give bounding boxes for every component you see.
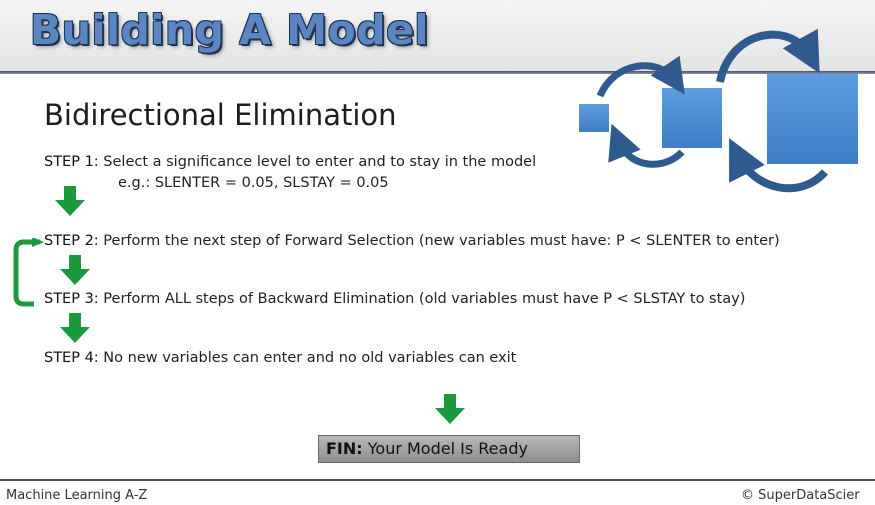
step-1-label: STEP 1: [44,154,99,170]
fin-label: FIN: [326,439,363,458]
green-down-arrow-icon [59,313,91,343]
step-4-text: No new variables can enter and no old va… [98,350,517,366]
step-3-text: Perform ALL steps of Backward Eliminatio… [98,291,746,307]
step-1-text: Select a significance level to enter and… [98,154,537,170]
fin-box: FIN: Your Model Is Ready [318,435,580,463]
slide-subtitle: Bidirectional Elimination [44,98,397,132]
step-3: STEP 3: Perform ALL steps of Backward El… [44,291,745,307]
step-2-label: STEP 2: [44,233,99,249]
step-4-label: STEP 4: [44,350,99,366]
green-down-arrow-icon [59,255,91,285]
footer-divider [0,479,875,481]
green-down-arrow-icon [54,186,86,216]
slide-title: Building A Model [30,6,429,54]
step-2-text: Perform the next step of Forward Selecti… [98,233,780,249]
step-3-label: STEP 3: [44,291,99,307]
footer-course-name: Machine Learning A-Z [6,488,148,503]
header-divider [0,71,875,74]
footer-copyright: © SuperDataScier [741,488,860,503]
step-1-example: e.g.: SLENTER = 0.05, SLSTAY = 0.05 [118,175,389,191]
fin-text: Your Model Is Ready [362,439,528,458]
step-2: STEP 2: Perform the next step of Forward… [44,233,780,249]
step-1: STEP 1: Select a significance level to e… [44,154,536,170]
green-down-arrow-icon [434,394,466,424]
step-4: STEP 4: No new variables can enter and n… [44,350,516,366]
green-loop-bracket-icon [10,237,44,314]
growing-squares-cycle-icon [570,20,870,204]
